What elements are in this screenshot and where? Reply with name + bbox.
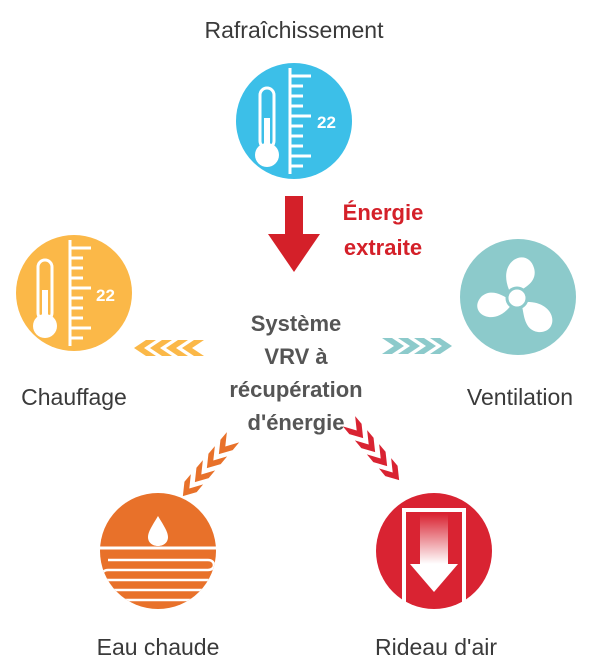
ventilation-chevrons bbox=[382, 338, 452, 354]
air-curtain-chevrons bbox=[342, 416, 400, 481]
energy-extracted-label-line2: extraite bbox=[344, 235, 422, 260]
center-label-line2: VRV à bbox=[264, 344, 328, 369]
center-system-label: Système VRV à récupération d'énergie bbox=[229, 311, 362, 435]
heating-label: Chauffage bbox=[21, 384, 127, 410]
ventilation-label: Ventilation bbox=[467, 384, 573, 410]
hot-water-label: Eau chaude bbox=[97, 634, 220, 660]
hot-water-chevrons bbox=[182, 432, 240, 497]
hot-water-drop-icon bbox=[100, 493, 216, 609]
energy-extracted-label-line1: Énergie bbox=[343, 200, 424, 225]
air-curtain-label: Rideau d'air bbox=[375, 634, 497, 660]
center-label-line3: récupération bbox=[229, 377, 362, 402]
cooling-thermometer-icon: 22 bbox=[236, 63, 352, 179]
heating-temp-value: 22 bbox=[96, 286, 115, 305]
center-label-line4: d'énergie bbox=[248, 410, 345, 435]
ventilation-fan-icon bbox=[460, 239, 576, 355]
heating-thermometer-icon: 22 bbox=[16, 235, 132, 351]
cooling-temp-value: 22 bbox=[317, 113, 336, 132]
air-curtain-door-arrow-icon bbox=[376, 493, 492, 609]
energy-down-arrow bbox=[268, 196, 320, 272]
heating-chevrons bbox=[134, 340, 204, 356]
cooling-label: Rafraîchissement bbox=[205, 17, 385, 43]
center-label-line1: Système bbox=[251, 311, 342, 336]
